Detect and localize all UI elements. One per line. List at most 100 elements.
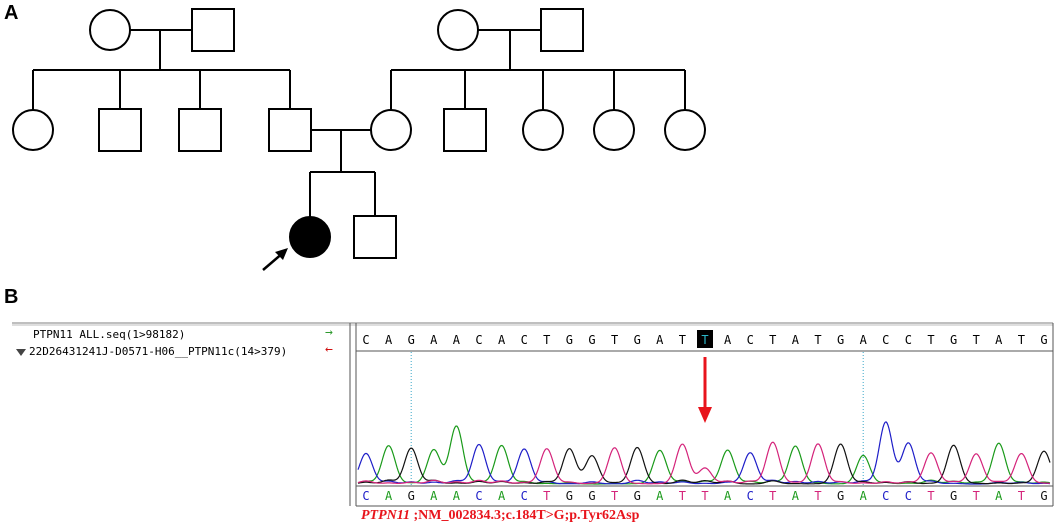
called-base: G <box>1040 489 1047 503</box>
called-base: T <box>543 489 550 503</box>
called-base: T <box>611 489 618 503</box>
reference-base: T <box>701 333 708 347</box>
reference-base: A <box>498 333 506 347</box>
highlighted-base-box <box>697 330 713 348</box>
called-base: T <box>927 489 934 503</box>
generation2-member-3-symbol <box>178 108 222 152</box>
proband-arrow-head <box>275 248 288 260</box>
caption-variant: ;NM_002834.3;c.184T>G;p.Tyr62Asp <box>410 508 640 523</box>
proband-arrow <box>262 248 288 271</box>
reference-base: G <box>566 333 573 347</box>
reference-base: T <box>769 333 776 347</box>
proband-symbol <box>289 216 331 258</box>
track-label-sample: 22D26431241J-D0571-H06__PTPN11c(14>379) <box>16 345 287 358</box>
called-base: C <box>521 489 528 503</box>
called-base: T <box>769 489 776 503</box>
called-base: A <box>792 489 800 503</box>
reference-base: G <box>837 333 844 347</box>
called-base: C <box>475 489 482 503</box>
reference-base: T <box>973 333 980 347</box>
reference-base: T <box>611 333 618 347</box>
caption-gene: PTPN11 <box>361 508 410 523</box>
alignment-guides <box>410 352 864 486</box>
reference-base: A <box>724 333 732 347</box>
called-base: T <box>814 489 821 503</box>
reference-base: C <box>521 333 528 347</box>
called-base: A <box>995 489 1003 503</box>
called-base: T <box>679 489 686 503</box>
maternal-grandmother-symbol <box>437 9 479 51</box>
reference-base: A <box>656 333 664 347</box>
sequence-frame <box>12 322 1054 507</box>
called-base: G <box>837 489 844 503</box>
called-base: G <box>634 489 641 503</box>
generation2-member-6-symbol <box>443 108 487 152</box>
reference-base: A <box>430 333 438 347</box>
generation2-member-1-symbol <box>12 109 54 151</box>
called-base: G <box>950 489 957 503</box>
marker-head <box>698 407 712 423</box>
collapse-triangle-icon[interactable] <box>16 348 26 356</box>
called-base: A <box>430 489 438 503</box>
reference-base: G <box>1040 333 1047 347</box>
sibling-symbol <box>353 215 397 259</box>
trace-c <box>357 421 1051 485</box>
called-base: A <box>453 489 461 503</box>
reference-base: G <box>634 333 641 347</box>
called-base: A <box>656 489 664 503</box>
track-arrow-forward-icon: → <box>325 325 333 340</box>
trace-t <box>357 441 1051 485</box>
called-base: G <box>408 489 415 503</box>
reference-base: C <box>362 333 369 347</box>
reference-base: C <box>905 333 912 347</box>
reference-base: T <box>1018 333 1025 347</box>
trace-g <box>357 443 1051 485</box>
called-base: T <box>1018 489 1025 503</box>
reference-base: G <box>950 333 957 347</box>
reference-base: C <box>747 333 754 347</box>
pedigree-lines <box>32 29 686 217</box>
called-base: A <box>498 489 506 503</box>
reference-base: A <box>860 333 868 347</box>
reference-base: C <box>882 333 889 347</box>
generation2-member-4-symbol <box>268 108 312 152</box>
reference-base: C <box>475 333 482 347</box>
generation2-member-8-symbol <box>593 109 635 151</box>
reference-base: A <box>453 333 461 347</box>
pedigree-chart <box>12 8 706 271</box>
paternal-grandfather-symbol <box>191 8 235 52</box>
mutation-marker-arrow <box>698 357 712 423</box>
track-label-reference: PTPN11 ALL.seq(1>98182) <box>33 328 186 341</box>
reference-base: A <box>995 333 1003 347</box>
panel-a-label: A <box>4 2 19 24</box>
reference-base: G <box>588 333 595 347</box>
called-base: C <box>747 489 754 503</box>
called-base: C <box>362 489 369 503</box>
maternal-grandfather-symbol <box>540 8 584 52</box>
reference-base: T <box>679 333 686 347</box>
called-base: G <box>588 489 595 503</box>
called-base: C <box>882 489 889 503</box>
chromatogram-traces <box>357 421 1051 485</box>
reference-base: A <box>792 333 800 347</box>
pedigree-symbols <box>12 8 706 259</box>
called-base: C <box>905 489 912 503</box>
trace-a <box>357 425 1051 485</box>
generation2-member-5-symbol <box>370 109 412 151</box>
called-base: T <box>973 489 980 503</box>
generation2-member-7-symbol <box>522 109 564 151</box>
called-base: G <box>566 489 573 503</box>
generation2-member-2-symbol <box>98 108 142 152</box>
reference-base: T <box>543 333 550 347</box>
track-arrow-reverse-icon: ← <box>325 342 333 357</box>
panel-b-label: B <box>4 286 19 308</box>
called-base: A <box>385 489 393 503</box>
called-base: A <box>860 489 868 503</box>
variant-caption: PTPN11 ;NM_002834.3;c.184T>G;p.Tyr62Asp <box>361 508 639 524</box>
called-base: A <box>724 489 732 503</box>
reference-base: G <box>408 333 415 347</box>
reference-base: T <box>814 333 821 347</box>
